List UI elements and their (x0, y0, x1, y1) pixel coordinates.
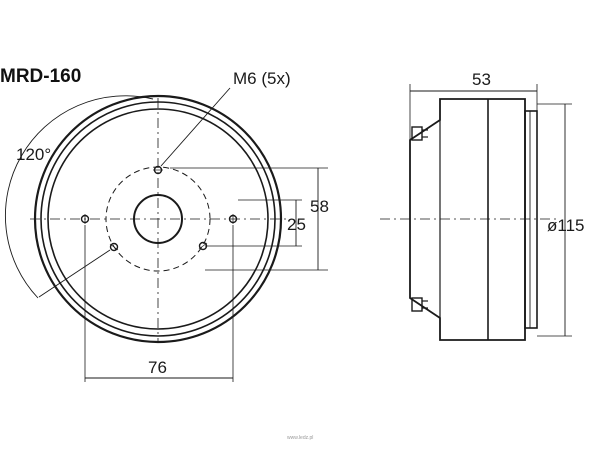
angle-label: 120° (16, 145, 51, 164)
dim-58-label: 58 (310, 197, 329, 216)
dim-76-label: 76 (148, 358, 167, 377)
side-view: 53 ø115 (380, 70, 585, 341)
screw-label: M6 (5x) (233, 69, 291, 88)
angle-arc-120 (4, 95, 154, 299)
driver-body (409, 98, 526, 341)
screw-leader-line (160, 87, 231, 167)
model-title: MRD-160 (0, 66, 81, 87)
dim-25-label: 25 (287, 215, 306, 234)
dim-115-label: ø115 (547, 216, 585, 235)
front-view: M6 (5x) 120° 58 25 76 (4, 69, 329, 382)
mounting-hole-lower-left (109, 242, 119, 252)
terminal-top (411, 126, 423, 141)
terminal-bottom (411, 297, 423, 312)
angle-leader-line (38, 249, 111, 298)
watermark-text: www.ledz.pl (287, 435, 313, 441)
dim-53-label: 53 (472, 70, 491, 89)
mounting-holes (80, 165, 238, 252)
front-plate (524, 110, 538, 329)
flange-ring (47, 108, 269, 330)
